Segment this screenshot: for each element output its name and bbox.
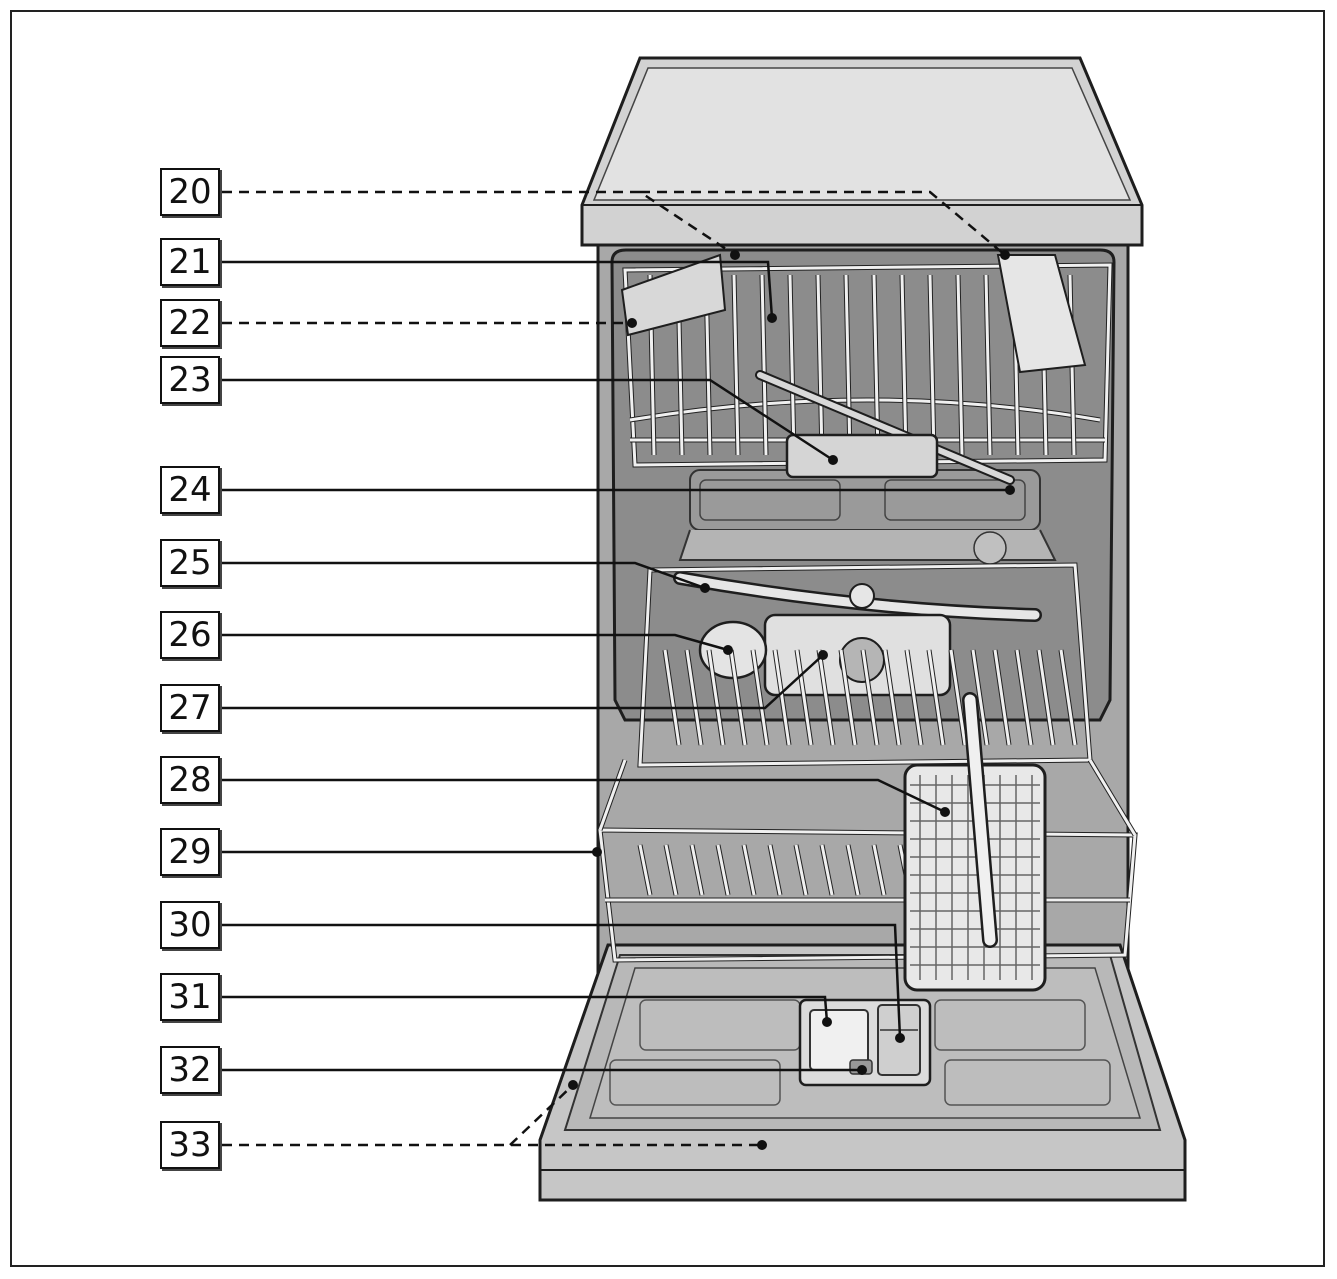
leader-27: [222, 654, 824, 710]
label-box-29: 29: [160, 828, 220, 876]
leader-25: [222, 561, 706, 590]
lower-rack-tine: [638, 844, 652, 896]
lower-rack-tine: [751, 649, 769, 746]
leader-23: [222, 378, 834, 462]
cup-shelf-left: [620, 253, 727, 337]
leader-21: [222, 260, 774, 319]
label-box-32: 32: [160, 1046, 220, 1094]
upper-rack-wire: [788, 274, 796, 456]
label-box-33: 33: [160, 1121, 220, 1169]
leader-lines: [222, 190, 1010, 1147]
upper-rack-wire: [816, 274, 824, 456]
upper-rack-wire: [928, 274, 936, 456]
knife-shelf-right: [996, 254, 1087, 374]
leader-31: [222, 995, 829, 1023]
lower-rack-tine: [817, 649, 835, 746]
leader-20b: [640, 190, 1006, 256]
lower-rack-tine: [861, 649, 879, 746]
lower-rack-tine: [846, 844, 860, 896]
upper-rack-wire: [956, 274, 964, 456]
lower-rack-tine: [872, 844, 886, 896]
label-box-31: 31: [160, 973, 220, 1021]
lower-rack-tine: [794, 844, 808, 896]
lower-rack-tine: [1037, 649, 1055, 746]
lower-rack-tine: [768, 844, 782, 896]
label-box-25: 25: [160, 539, 220, 587]
lower-rack-tine: [664, 844, 678, 896]
label-box-24: 24: [160, 466, 220, 514]
lower-rack-tine: [742, 844, 756, 896]
upper-rack-wire: [844, 274, 852, 456]
leader-dots: [568, 250, 1015, 1150]
label-box-22: 22: [160, 299, 220, 347]
label-box-21: 21: [160, 238, 220, 286]
figure-frame: [10, 10, 1325, 1267]
lower-rack-tine: [927, 649, 945, 746]
label-box-20: 20: [160, 168, 220, 216]
cutlery-basket: [903, 692, 1047, 992]
worktop: [580, 56, 1144, 247]
lower-rack-tine: [971, 649, 989, 746]
lower-rack-tine: [716, 844, 730, 896]
label-box-28: 28: [160, 756, 220, 804]
lower-rack-tine: [690, 844, 704, 896]
lower-rack-tine: [685, 649, 703, 746]
lower-rack-tine: [707, 649, 725, 746]
label-box-30: 30: [160, 901, 220, 949]
leader-33b: [509, 1084, 574, 1146]
lower-rack-tine: [839, 649, 857, 746]
lower-rack-tine: [795, 649, 813, 746]
label-box-23: 23: [160, 356, 220, 404]
upper-rack-wire: [900, 274, 908, 456]
upper-rack-wire: [760, 274, 768, 456]
lower-rack-tine: [949, 649, 967, 746]
lower-rack-tine: [1015, 649, 1033, 746]
label-box-27: 27: [160, 684, 220, 732]
lower-rack-tine: [820, 844, 834, 896]
leader-26: [222, 633, 729, 652]
leader-28: [222, 778, 946, 814]
lower-rack-tine: [883, 649, 901, 746]
upper-rack-wire: [732, 274, 740, 456]
lower-rack-tine: [1059, 649, 1077, 746]
lower-spray-arm: [673, 571, 1042, 622]
leader-30: [222, 923, 902, 1039]
lower-rack-tine: [663, 649, 681, 746]
upper-spray-arm: [755, 370, 1015, 485]
lower-rack-tine: [993, 649, 1011, 746]
lower-rack-tine: [729, 649, 747, 746]
lower-rack-tine: [773, 649, 791, 746]
lower-rack-tine: [905, 649, 923, 746]
upper-rack-wire: [984, 274, 992, 456]
label-box-26: 26: [160, 611, 220, 659]
